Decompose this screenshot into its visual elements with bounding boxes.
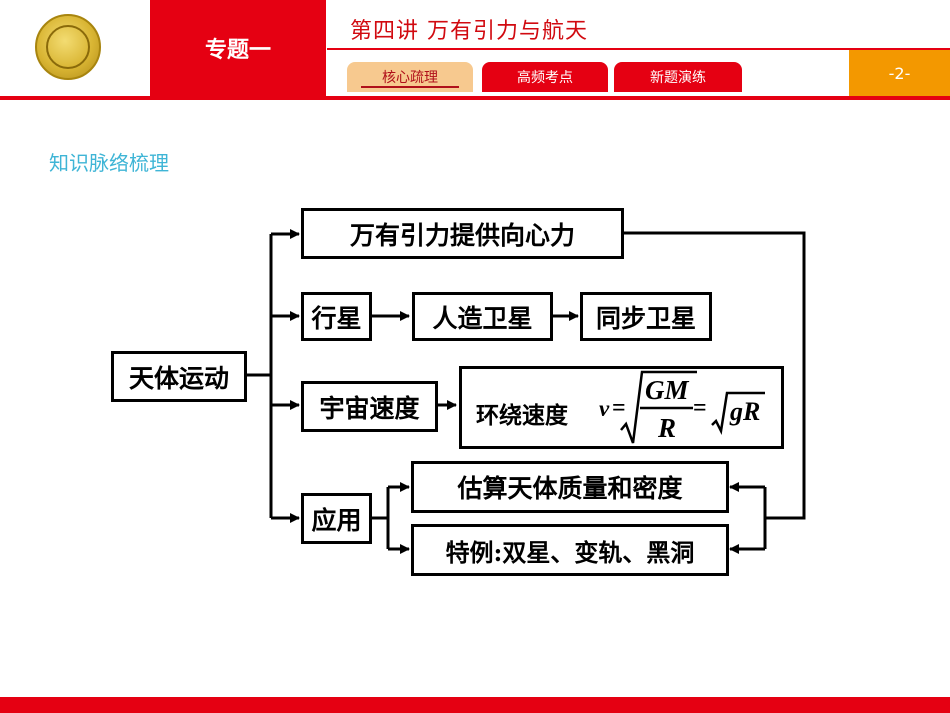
tab-frequent-points[interactable]: 高频考点 (482, 62, 608, 92)
box-cosmic-velocity: 宇宙速度 (301, 381, 438, 432)
box-celestial-motion: 天体运动 (111, 351, 247, 402)
formula-equals-2: = (693, 395, 707, 421)
tab-core-review[interactable]: 核心疏理 (347, 62, 473, 92)
topic-label: 专题一 (150, 0, 326, 96)
tab-label: 核心疏理 (382, 70, 438, 86)
formula-equals-1: = (612, 395, 626, 421)
logo-ring (46, 25, 90, 69)
tab-active-underline (361, 86, 459, 88)
box-sync-satellite: 同步卫星 (580, 292, 712, 341)
header-rule (0, 96, 950, 100)
formula-v: v (599, 396, 610, 421)
box-estimate-mass-density: 估算天体质量和密度 (411, 461, 729, 513)
section-title: 知识脉络梳理 (49, 151, 169, 175)
radical-2 (711, 391, 765, 436)
title-divider (327, 48, 950, 50)
footer-rule (0, 697, 950, 713)
formula-numerator: GM (645, 375, 689, 405)
logo-area (0, 0, 150, 96)
box-planet: 行星 (301, 292, 372, 341)
school-logo (35, 14, 101, 80)
lecture-title: 第四讲 万有引力与航天 (350, 19, 588, 44)
tab-label: 高频考点 (517, 70, 573, 86)
box-application: 应用 (301, 493, 372, 544)
box-orbital-velocity-formula: 环绕速度 v = GM R = gR (459, 366, 784, 449)
page-number: -2- (849, 50, 950, 96)
radical-1 (620, 370, 697, 444)
tab-new-exercises[interactable]: 新题演练 (614, 62, 742, 92)
box-artificial-satellite: 人造卫星 (412, 292, 553, 341)
box-special-cases: 特例:双星、变轨、黑洞 (411, 524, 729, 576)
right-loop (623, 231, 806, 520)
formula-denominator: R (658, 413, 677, 443)
formula-radicand-2: gR (730, 397, 761, 426)
tab-label: 新题演练 (650, 70, 706, 86)
box-gravity-centripetal: 万有引力提供向心力 (301, 208, 624, 259)
formula-label: 环绕速度 (476, 402, 568, 429)
